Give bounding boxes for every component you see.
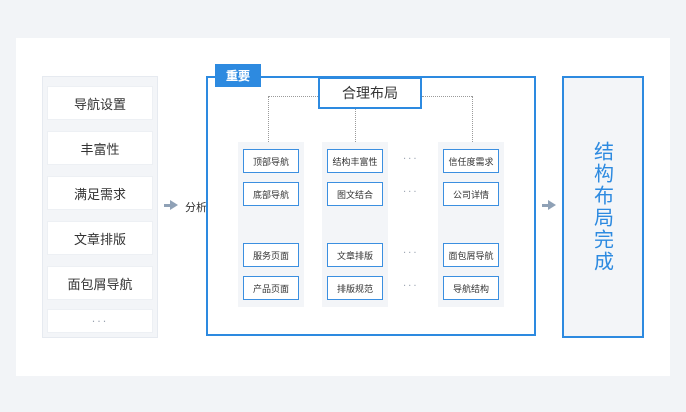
ellipsis-row-1: ··· xyxy=(403,154,419,165)
left-item-article-layout: 文章排版 xyxy=(47,221,153,255)
left-item-breadcrumb: 面包屑导航 xyxy=(47,266,153,300)
connector-mid-v xyxy=(355,109,356,142)
connector-right-v xyxy=(472,96,473,142)
ellipsis-row-3: ··· xyxy=(403,248,419,259)
arrow-right-head-icon xyxy=(548,200,556,210)
node-company-details: 公司详情 xyxy=(443,182,499,206)
node-top-nav: 顶部导航 xyxy=(243,149,299,173)
left-item-richness: 丰富性 xyxy=(47,131,153,165)
arrow-left-head-icon xyxy=(170,200,178,210)
node-breadcrumb-nav: 面包屑导航 xyxy=(443,243,499,267)
node-service-page: 服务页面 xyxy=(243,243,299,267)
result-text: 结构布局完成 xyxy=(590,141,615,273)
node-product-page: 产品页面 xyxy=(243,276,299,300)
left-item-meet-needs: 满足需求 xyxy=(47,176,153,210)
connector-left-h xyxy=(268,96,318,97)
arrow-left-stem xyxy=(164,204,170,207)
result-box: 结构布局完成 xyxy=(562,76,644,338)
connector-right-h xyxy=(422,96,472,97)
left-more-dots: ··· xyxy=(47,309,153,333)
node-layout-standard: 排版规范 xyxy=(327,276,383,300)
left-item-nav-settings: 导航设置 xyxy=(47,86,153,120)
arrow-right-stem xyxy=(542,204,548,207)
node-image-text: 图文结合 xyxy=(327,182,383,206)
connector-left-v xyxy=(268,96,269,142)
node-structure-richness: 结构丰富性 xyxy=(327,149,383,173)
node-bottom-nav: 底部导航 xyxy=(243,182,299,206)
layout-title-box: 合理布局 xyxy=(318,77,422,109)
node-nav-structure: 导航结构 xyxy=(443,276,499,300)
node-article-layout: 文章排版 xyxy=(327,243,383,267)
ellipsis-row-4: ··· xyxy=(403,281,419,292)
ellipsis-row-2: ··· xyxy=(403,187,419,198)
important-tag: 重要 xyxy=(215,64,261,87)
node-trust-needs: 信任度需求 xyxy=(443,149,499,173)
